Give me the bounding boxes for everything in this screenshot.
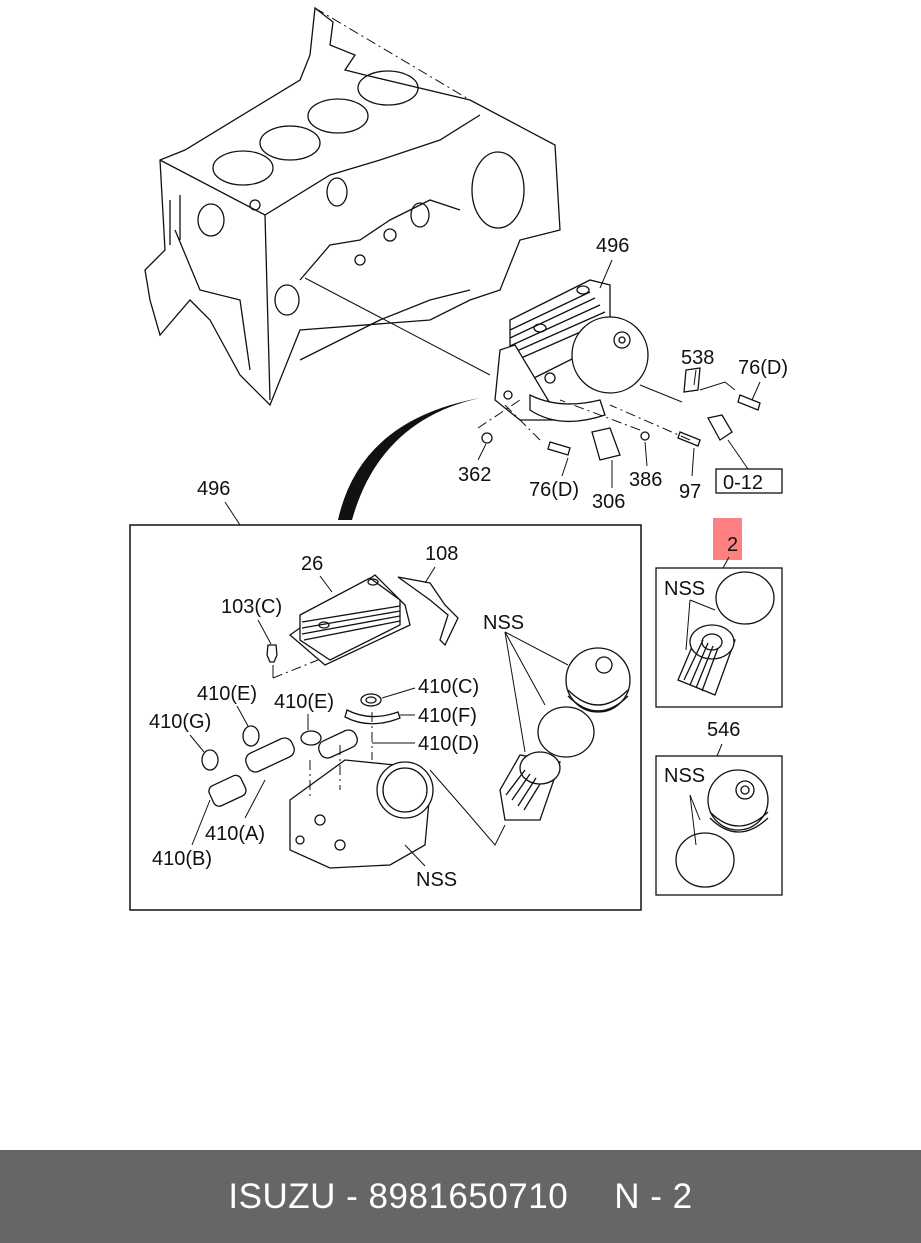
small-parts-upper xyxy=(477,367,761,461)
label-nss-cap: NSS xyxy=(664,765,705,787)
footer-bar: ISUZU - 8981650710 N - 2 xyxy=(0,1150,921,1243)
label-496-upper: 496 xyxy=(596,235,629,257)
reference-box[interactable] xyxy=(715,468,783,494)
label-386: 386 xyxy=(629,469,662,491)
label-26: 26 xyxy=(301,553,323,575)
label-nss-filter: NSS xyxy=(664,578,705,600)
label-76d-right: 76(D) xyxy=(738,357,788,379)
parts-diagram: 496 538 76(D) 362 76(D) 306 386 97 0-12 … xyxy=(129,6,788,911)
exploded-view-box: 496 xyxy=(129,478,642,911)
label-410b: 410(B) xyxy=(152,848,212,870)
filter-cap-box[interactable]: 546 NSS xyxy=(655,719,783,896)
part-number: 8981650710 xyxy=(368,1176,569,1216)
label-108: 108 xyxy=(425,543,458,565)
label-97: 97 xyxy=(679,481,701,503)
label-410f: 410(F) xyxy=(418,705,477,727)
label-306: 306 xyxy=(592,491,625,513)
page-reference: N - 2 xyxy=(614,1176,693,1216)
upper-callouts: 496 538 76(D) 362 76(D) 306 386 97 0-12 xyxy=(458,235,788,513)
brand-name: ISUZU xyxy=(228,1176,336,1216)
engine-block-drawing xyxy=(144,6,561,407)
label-76d-bottom: 76(D) xyxy=(529,479,579,501)
label-546[interactable]: 546 xyxy=(707,719,740,741)
label-410e-1: 410(E) xyxy=(197,683,257,705)
footer-separator: - xyxy=(346,1176,359,1216)
label-nss-bottom: NSS xyxy=(416,869,457,891)
label-410a: 410(A) xyxy=(205,823,265,845)
label-410c: 410(C) xyxy=(418,676,479,698)
highlight-marker xyxy=(713,518,742,560)
curved-arrow xyxy=(338,398,480,520)
filter-element-box[interactable]: 2 NSS xyxy=(655,518,783,708)
label-2[interactable]: 2 xyxy=(727,534,738,556)
label-410g: 410(G) xyxy=(149,711,211,733)
label-538: 538 xyxy=(681,347,714,369)
label-362: 362 xyxy=(458,464,491,486)
label-496-box: 496 xyxy=(197,478,230,500)
label-103c: 103(C) xyxy=(221,596,282,618)
label-410e-2: 410(E) xyxy=(274,691,334,713)
oil-cooler-assembly-drawing xyxy=(494,279,649,423)
label-0-12[interactable]: 0-12 xyxy=(723,472,763,494)
label-nss-top: NSS xyxy=(483,612,524,634)
label-410d: 410(D) xyxy=(418,733,479,755)
